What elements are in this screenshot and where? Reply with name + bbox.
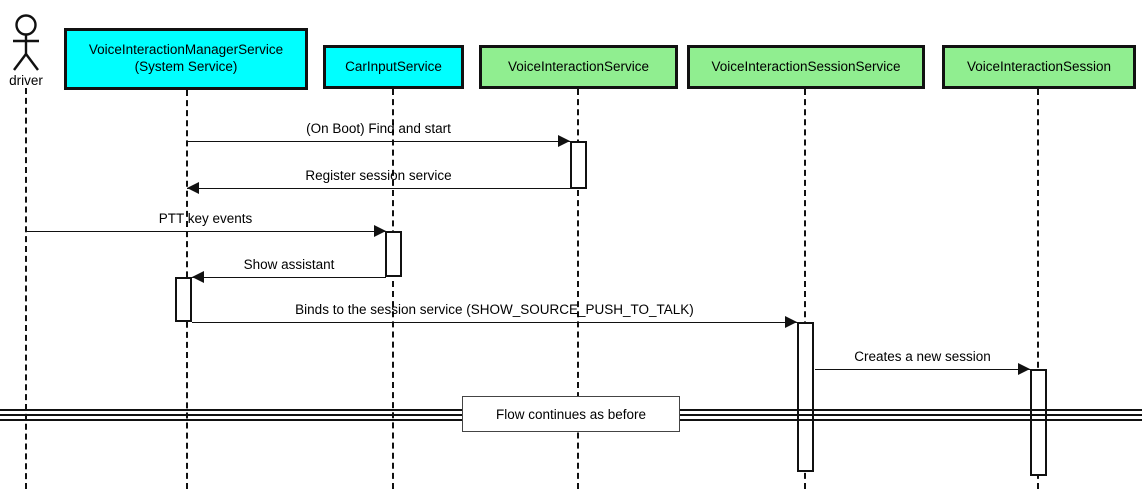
message-arrowhead-m1 <box>558 135 570 147</box>
message-label-m5: Binds to the session service (SHOW_SOURC… <box>295 302 694 317</box>
participant-box-vims[interactable]: VoiceInteractionManagerService (System S… <box>64 28 308 90</box>
activation-bar-vims <box>175 277 192 322</box>
stick-figure-actor-icon <box>13 14 39 71</box>
activation-bar-vsession <box>1030 369 1047 476</box>
activation-bar-viss <box>797 322 814 472</box>
message-arrowhead-m2 <box>187 182 199 194</box>
message-line-m1 <box>187 141 570 142</box>
participant-label-carinput: CarInputService <box>345 58 442 74</box>
message-arrowhead-m6 <box>1018 363 1030 375</box>
lifeline-carinput <box>392 89 394 489</box>
message-label-m2: Register session service <box>305 168 452 183</box>
activation-bar-carinput <box>385 231 402 277</box>
message-arrowhead-m5 <box>785 316 797 328</box>
flow-divider-label: Flow continues as before <box>495 406 647 422</box>
lifeline-vsession <box>1037 89 1039 489</box>
participant-box-vis[interactable]: VoiceInteractionService <box>479 45 678 89</box>
message-label-m4: Show assistant <box>243 257 335 272</box>
participant-label-vims: VoiceInteractionManagerService (System S… <box>88 42 284 74</box>
actor-driver <box>8 14 44 72</box>
message-line-m6 <box>815 369 1030 370</box>
actor-driver-label: driver <box>9 73 43 88</box>
lifeline-viss <box>804 89 806 489</box>
lifeline-driver <box>25 88 27 489</box>
message-label-m1: (On Boot) Find and start <box>306 121 451 136</box>
participant-box-vsession[interactable]: VoiceInteractionSession <box>942 45 1136 89</box>
message-label-m3: PTT key events <box>158 211 253 226</box>
participant-label-vis: VoiceInteractionService <box>507 58 650 74</box>
message-line-m3 <box>25 231 386 232</box>
lifeline-vis <box>577 89 579 489</box>
participant-label-vsession: VoiceInteractionSession <box>966 58 1112 74</box>
participant-box-carinput[interactable]: CarInputService <box>323 45 464 89</box>
message-line-m4 <box>192 277 386 278</box>
participant-box-viss[interactable]: VoiceInteractionSessionService <box>687 45 925 89</box>
message-line-m2 <box>187 188 570 189</box>
activation-bar-vis <box>570 141 587 189</box>
message-label-m6: Creates a new session <box>854 349 991 364</box>
message-arrowhead-m3 <box>374 225 386 237</box>
flow-divider-box: Flow continues as before <box>462 396 680 432</box>
participant-label-viss: VoiceInteractionSessionService <box>711 58 901 74</box>
message-line-m5 <box>192 322 797 323</box>
message-arrowhead-m4 <box>192 271 204 283</box>
